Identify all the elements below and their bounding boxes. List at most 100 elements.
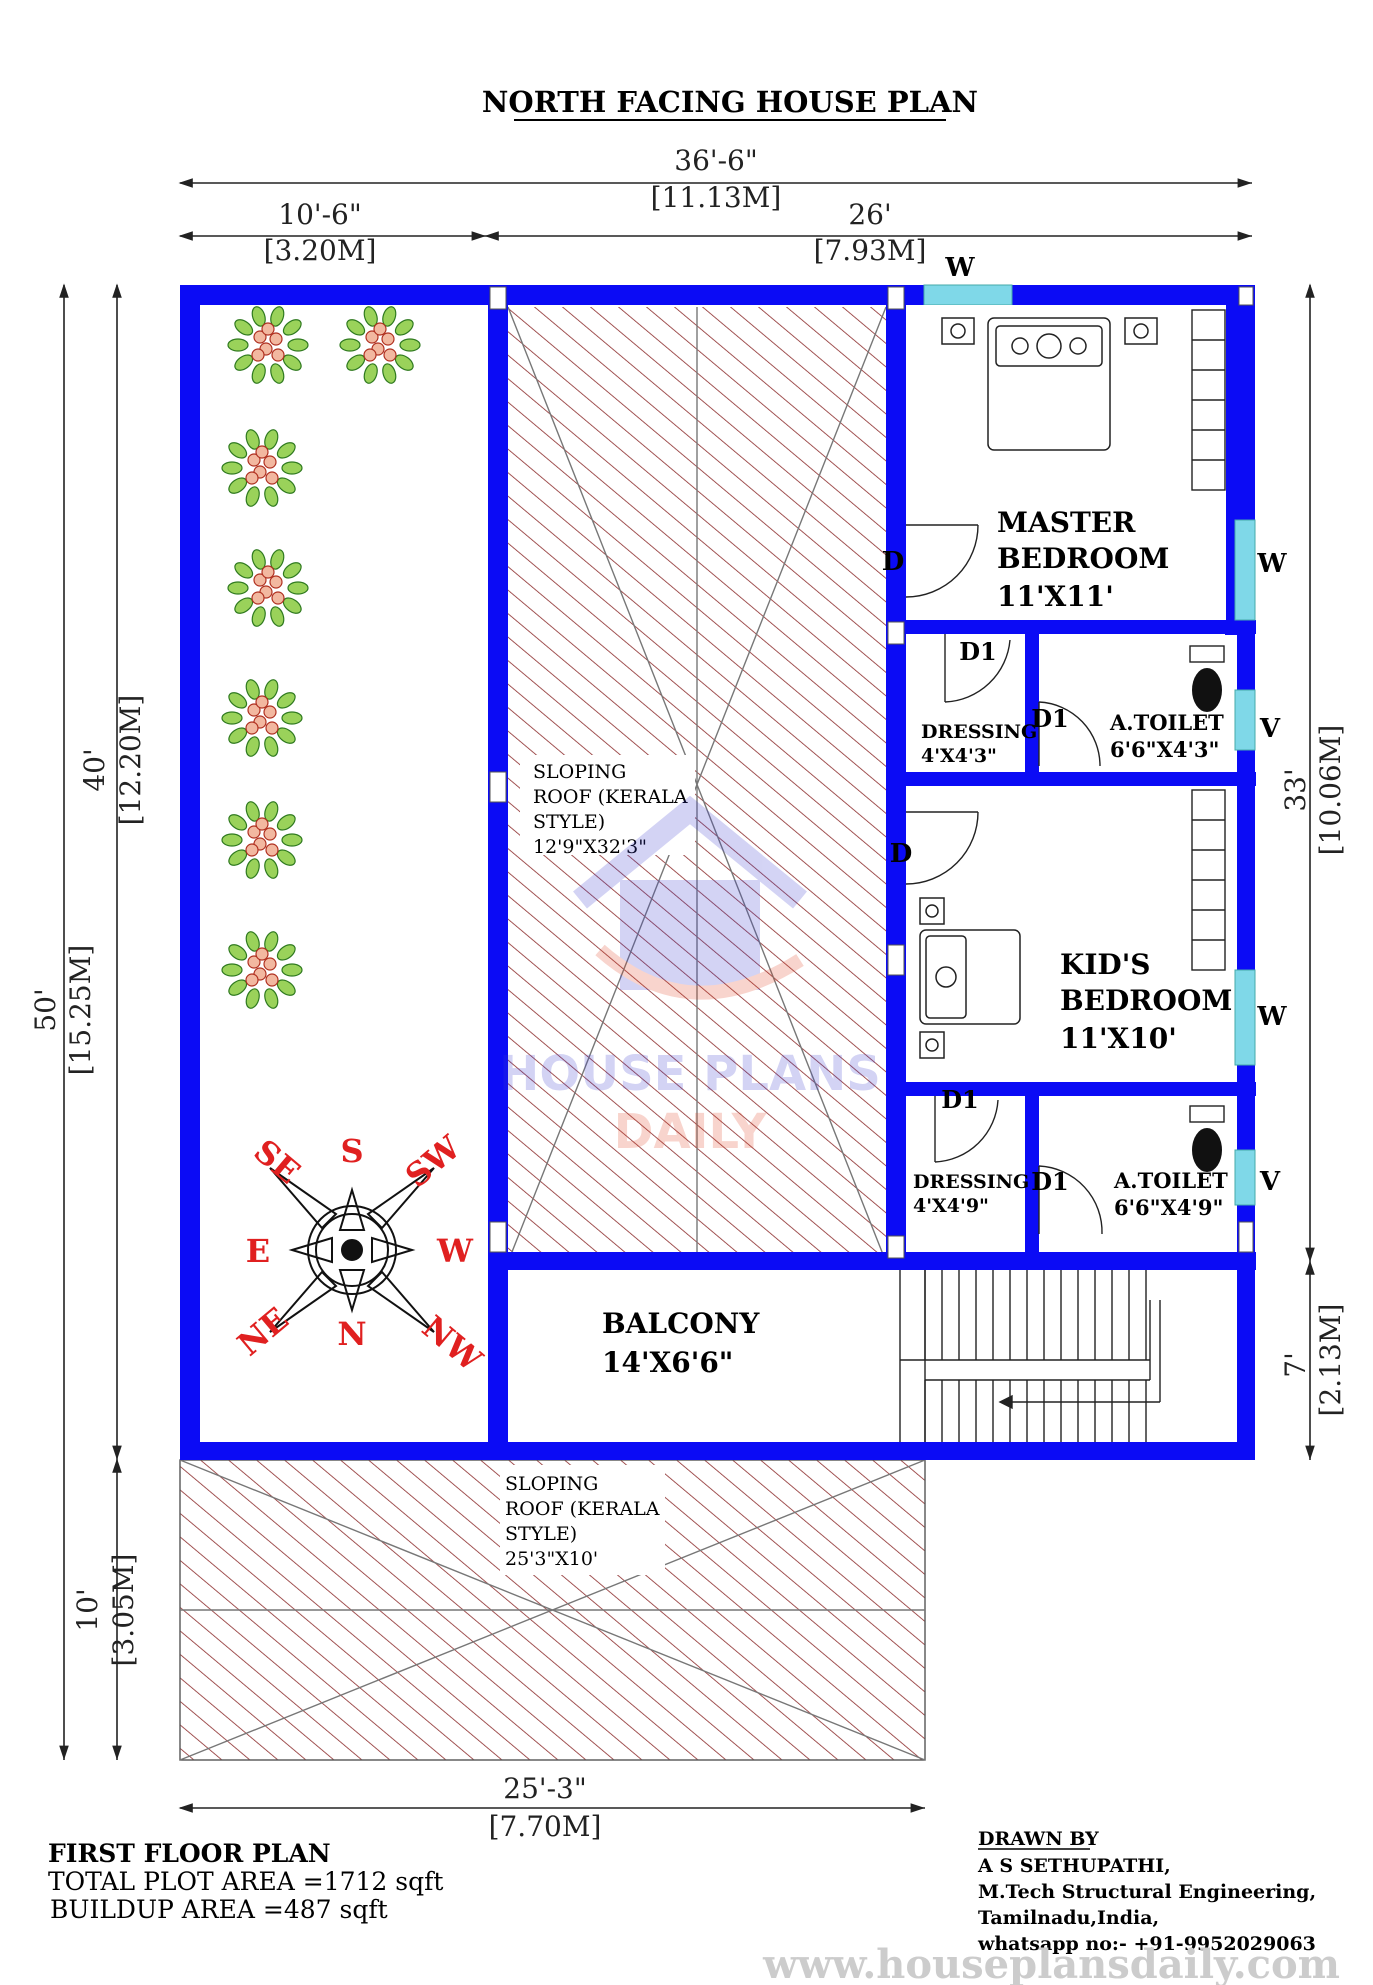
wardrobe [1191,789,1226,971]
ventilator-toilet1: V [1234,689,1281,751]
svg-text:DRAWN BY: DRAWN BY [978,1828,1099,1850]
svg-text:7': 7' [1279,1352,1312,1378]
balcony: BALCONY 14'X6'6" [602,1307,760,1379]
svg-text:6'6"X4'9": 6'6"X4'9" [1114,1195,1223,1220]
svg-text:STYLE): STYLE) [505,1523,577,1545]
svg-text:W: W [1256,1002,1287,1032]
plan-title: NORTH FACING HOUSE PLAN [482,85,978,119]
window-top: W [923,253,1013,306]
svg-text:M.Tech Structural Engineering,: M.Tech Structural Engineering, [978,1881,1316,1903]
window-kids-right: W [1234,969,1287,1066]
svg-text:[15.25M]: [15.25M] [64,945,97,1076]
roof-label-main: SLOPING ROOF (KERALA STYLE) 12'9"X32'3" [533,761,688,858]
svg-text:[7.93M]: [7.93M] [814,234,927,267]
svg-text:D1: D1 [1031,1167,1069,1196]
door-master: D [882,524,979,598]
dim-right-width: 26' [7.93M] [484,198,1252,267]
svg-text:W: W [1256,549,1287,579]
plant-icon [221,801,303,879]
svg-text:50': 50' [29,988,62,1031]
svg-text:A.TOILET: A.TOILET [1113,1168,1228,1193]
bed-icon [941,317,1158,451]
footer-credit: DRAWN BY A S SETHUPATHI, M.Tech Structur… [762,1828,1340,1985]
svg-text:SLOPING: SLOPING [533,761,626,783]
wardrobe [1191,309,1226,491]
svg-text:DRESSING: DRESSING [921,721,1037,743]
attached-toilet-2: D1 A.TOILET 6'6"X4'9" [1031,1105,1228,1235]
watermark-logo: HOUSE PLANS DAILY [499,795,881,1160]
svg-text:TOTAL PLOT AREA =1712 sqft: TOTAL PLOT AREA =1712 sqft [48,1867,443,1896]
toilet-icon [1189,645,1225,712]
dim-lower-depth: 10' [3.05M] [71,1458,140,1760]
svg-text:www.houseplansdaily.com: www.houseplansdaily.com [762,1941,1340,1985]
svg-text:DRESSING: DRESSING [913,1171,1029,1193]
dim-upper-depth: 40' [12.20M] [78,283,147,1460]
svg-text:E: E [246,1232,270,1270]
svg-text:11'X10': 11'X10' [1060,1022,1177,1055]
svg-text:ROOF (KERALA: ROOF (KERALA [505,1498,660,1520]
svg-text:[12.20M]: [12.20M] [114,695,147,826]
svg-text:36'-6": 36'-6" [674,144,757,177]
dim-bottom-width: 25'-3" [7.70M] [178,1772,925,1843]
sloping-roof-main [507,306,887,1263]
svg-text:MASTER: MASTER [997,506,1136,539]
svg-text:25'-3": 25'-3" [503,1772,586,1805]
svg-text:25'3"X10': 25'3"X10' [505,1548,598,1570]
dressing-1: D1 DRESSING 4'X4'3" [921,634,1037,767]
svg-text:W: W [944,253,975,283]
svg-text:STYLE): STYLE) [533,811,605,833]
kids-bedroom: D KID'S BEDROOM 11'X10' [890,789,1232,1059]
svg-text:whatsapp no:- +91-9952029063: whatsapp no:- +91-9952029063 [977,1933,1316,1955]
svg-text:NW: NW [415,1308,490,1380]
svg-text:A.TOILET: A.TOILET [1109,710,1224,735]
wall-openings [489,286,1254,1259]
svg-text:4'X4'9": 4'X4'9" [913,1195,989,1217]
svg-text:SE: SE [247,1132,308,1192]
door-kids: D [890,811,979,885]
svg-text:D1: D1 [1031,704,1069,733]
toilet-icon [1189,1105,1225,1172]
staircase [899,1270,1161,1442]
sloping-roof-front [179,1459,926,1761]
attached-toilet-1: D1 A.TOILET 6'6"X4'3" [1031,645,1225,767]
svg-text:[11.13M]: [11.13M] [651,181,782,214]
svg-text:[3.20M]: [3.20M] [264,234,377,267]
bed-icon [919,897,1021,1059]
svg-text:HOUSE PLANS: HOUSE PLANS [499,1046,881,1102]
dim-stair-depth: 7' [2.13M] [1279,1260,1347,1460]
svg-text:KID'S: KID'S [1060,948,1151,981]
dim-right-depth: 33' [10.06M] [1279,283,1347,1262]
svg-text:BEDROOM: BEDROOM [1060,984,1232,1017]
svg-text:V: V [1259,1167,1281,1197]
svg-text:6'6"X4'3": 6'6"X4'3" [1110,737,1219,762]
svg-text:D: D [882,547,905,577]
svg-text:Tamilnadu,India,: Tamilnadu,India, [978,1907,1159,1929]
svg-text:BUILDUP AREA =487 sqft: BUILDUP AREA =487 sqft [50,1895,388,1924]
dressing-2: D1 DRESSING 4'X4'9" [913,1085,1029,1217]
svg-text:10'-6": 10'-6" [278,198,361,231]
svg-text:14'X6'6": 14'X6'6" [602,1346,733,1379]
plant-icon [227,306,309,384]
svg-text:A S SETHUPATHI,: A S SETHUPATHI, [977,1855,1171,1877]
plant-icon [227,549,309,627]
svg-text:SLOPING: SLOPING [505,1473,598,1495]
svg-text:10': 10' [71,1588,104,1631]
svg-text:D1: D1 [959,637,997,666]
master-bedroom: MASTER BEDROOM 11'X11' D [882,305,1226,620]
svg-text:11'X11': 11'X11' [997,580,1114,613]
svg-text:33': 33' [1279,768,1312,811]
dim-overall-width: 36'-6" [11.13M] [178,144,1252,214]
svg-text:ROOF (KERALA: ROOF (KERALA [533,786,688,808]
dim-overall-depth: 50' [15.25M] [29,283,97,1760]
dim-left-width: 10'-6" [3.20M] [178,198,486,267]
window-master-right: W [1234,519,1287,621]
svg-text:DAILY: DAILY [614,1104,768,1160]
svg-text:FIRST FLOOR PLAN: FIRST FLOOR PLAN [48,1839,331,1868]
svg-text:[7.70M]: [7.70M] [489,1810,602,1843]
svg-text:W: W [436,1232,474,1270]
plants-garden [221,306,421,1009]
svg-text:26': 26' [848,198,891,231]
svg-text:NE: NE [230,1300,296,1364]
svg-text:12'9"X32'3": 12'9"X32'3" [533,836,647,858]
